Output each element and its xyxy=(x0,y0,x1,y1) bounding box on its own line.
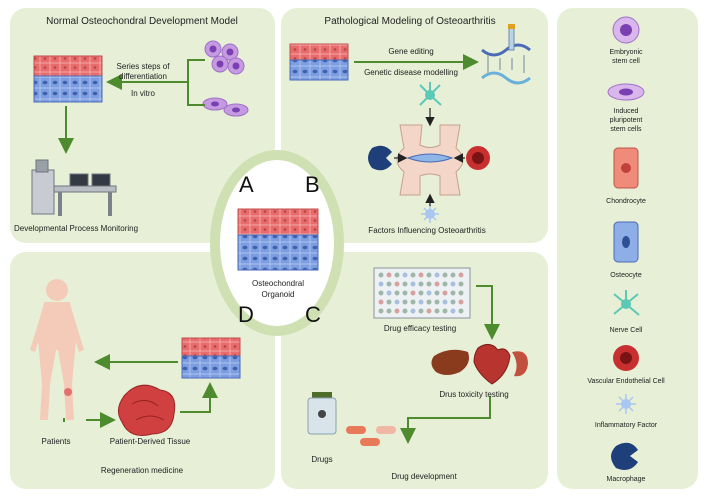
legend-label-embryonic: Embryonic stem cell xyxy=(609,49,643,65)
organoid-a-icon xyxy=(33,55,103,103)
monitoring-label: Developmental Process Monitoring xyxy=(13,224,139,233)
label-a: A xyxy=(239,172,254,197)
steps-label: Series steps of differentiation xyxy=(116,62,170,81)
inflammatory-factor-icon xyxy=(616,394,636,414)
toxicity-label: Drus toxicity testing xyxy=(439,390,509,399)
patient-body-icon xyxy=(30,279,84,420)
regeneration-label: Regeneration medicine xyxy=(100,466,184,475)
osteocyte-icon xyxy=(613,221,639,263)
panel-b-title: Pathological Modeling of Osteoarthritis xyxy=(324,16,496,27)
ipsc-icon xyxy=(607,83,645,101)
factors-label: Factors Influencing Osteoarthritis xyxy=(368,226,486,235)
toxicity-to-drugs-arrow xyxy=(400,396,491,444)
vascular-cell-b-icon xyxy=(466,146,490,170)
macrophage-icon xyxy=(611,442,638,470)
well-plate-icon xyxy=(373,267,471,319)
embryonic-stem-cell-icon xyxy=(612,16,640,44)
tissue-icon xyxy=(118,384,176,436)
organoid-b-icon xyxy=(289,43,349,81)
nerve-cell-icon xyxy=(613,290,640,316)
drugs-label: Drugs xyxy=(311,455,333,464)
center-organoid-icon xyxy=(237,208,319,271)
differentiation-arrow xyxy=(110,59,205,106)
label-d: D xyxy=(238,302,254,327)
pills-icon xyxy=(346,426,396,446)
invitro-label: In vitro xyxy=(130,89,156,98)
organs-icon xyxy=(431,344,528,385)
legend-label-osteocyte: Osteocyte xyxy=(610,272,642,279)
chondrocyte-icon xyxy=(613,147,639,189)
knee-joint-icon xyxy=(396,124,464,196)
organoid-d-icon xyxy=(181,337,241,379)
label-b: B xyxy=(305,172,320,197)
vascular-endothelial-cell-icon xyxy=(613,345,639,371)
dna-icon xyxy=(481,24,531,85)
drug-bottle-icon xyxy=(307,392,337,435)
gene-editing-label: Gene editing xyxy=(388,47,434,56)
efficacy-to-toxicity-arrow xyxy=(476,285,500,340)
efficacy-label: Drug efficacy testing xyxy=(383,324,457,333)
stem-cells-a-icon xyxy=(202,40,249,117)
drug-development-label: Drug development xyxy=(391,472,457,481)
legend-label-ipsc: Induced pluripotent stem cells xyxy=(609,108,643,133)
legend-label-chondrocyte: Chondrocyte xyxy=(606,198,646,205)
legend-label-inflammatory: Inflammatory Factor xyxy=(594,422,658,429)
legend-label-vascular: Vascular Endothelial Cell xyxy=(587,378,665,385)
microscope-workstation-icon xyxy=(31,159,117,216)
legend-label-macrophage: Macrophage xyxy=(606,476,646,483)
legend-label-nerve: Nerve Cell xyxy=(609,327,643,334)
patient-to-tissue-arrow xyxy=(63,418,112,422)
patients-label: Patients xyxy=(41,437,71,446)
center-organoid-label: Osteochondral Organoid xyxy=(251,279,305,299)
tissue-to-organoid-arrow xyxy=(180,382,218,413)
macrophage-b-icon xyxy=(368,145,392,171)
nerve-cell-b-icon xyxy=(419,82,442,106)
inflammatory-factor-b-icon xyxy=(421,205,439,223)
label-c: C xyxy=(305,302,321,327)
tissue-label: Patient-Derived Tissue xyxy=(109,437,191,446)
genetic-disease-label: Genetic disease modelling xyxy=(364,68,458,77)
panel-a-title: Normal Osteochondral Development Model xyxy=(46,16,238,27)
